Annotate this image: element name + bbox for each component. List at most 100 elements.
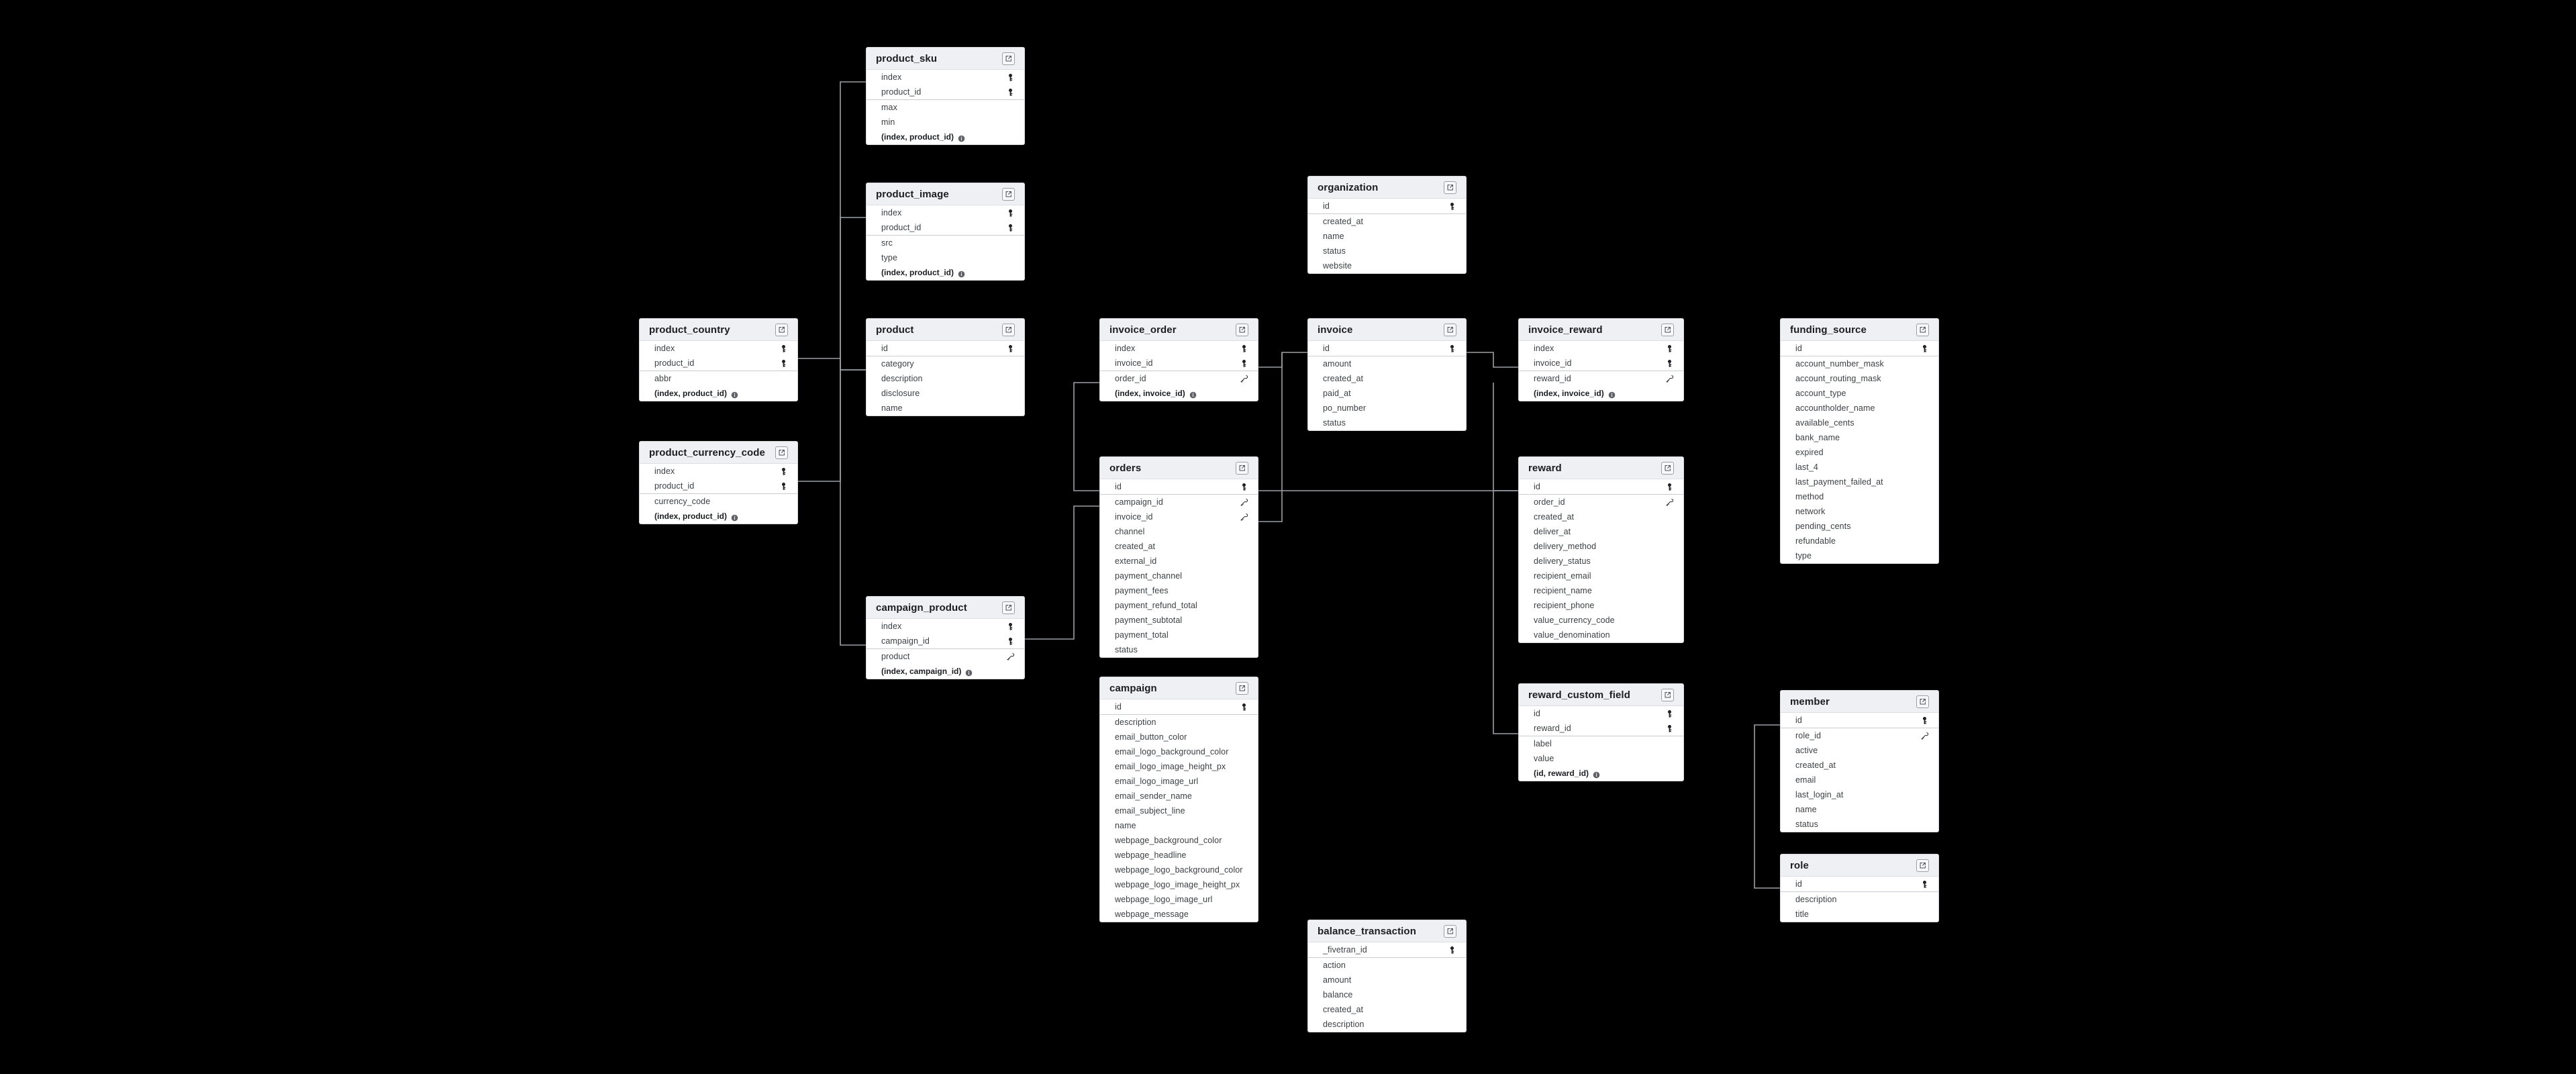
column-row[interactable]: network xyxy=(1781,504,1938,519)
column-row[interactable]: pending_cents xyxy=(1781,519,1938,534)
column-row[interactable]: payment_fees xyxy=(1100,583,1258,598)
column-row[interactable]: created_at xyxy=(1308,214,1466,229)
column-row[interactable]: index xyxy=(640,341,797,356)
table-header[interactable]: product xyxy=(866,319,1024,341)
info-icon[interactable] xyxy=(731,513,738,521)
column-row[interactable]: email xyxy=(1781,773,1938,787)
column-row[interactable]: created_at xyxy=(1781,758,1938,773)
column-row[interactable]: email_logo_background_color xyxy=(1100,744,1258,759)
open-external-icon[interactable] xyxy=(775,323,788,336)
column-row[interactable]: id xyxy=(1308,199,1466,213)
column-row[interactable]: po_number xyxy=(1308,401,1466,416)
column-row[interactable]: webpage_background_color xyxy=(1100,833,1258,848)
column-row[interactable]: payment_total xyxy=(1100,628,1258,642)
column-row[interactable]: method xyxy=(1781,489,1938,504)
open-external-icon[interactable] xyxy=(1444,323,1456,336)
column-row[interactable]: value xyxy=(1519,751,1683,766)
column-row[interactable]: index xyxy=(866,70,1024,85)
column-row[interactable]: recipient_name xyxy=(1519,583,1683,598)
column-row[interactable]: webpage_message xyxy=(1100,907,1258,922)
column-row[interactable]: account_number_mask xyxy=(1781,356,1938,371)
table-header[interactable]: orders xyxy=(1100,457,1258,479)
column-row[interactable]: amount xyxy=(1308,356,1466,371)
column-row[interactable]: role_id xyxy=(1781,728,1938,743)
index-row[interactable]: (index, invoice_id) xyxy=(1519,386,1683,401)
column-row[interactable]: description xyxy=(1100,715,1258,730)
open-external-icon[interactable] xyxy=(1002,323,1015,336)
column-row[interactable]: status xyxy=(1100,642,1258,657)
column-row[interactable]: account_routing_mask xyxy=(1781,371,1938,386)
column-row[interactable]: deliver_at xyxy=(1519,524,1683,539)
column-row[interactable]: account_type xyxy=(1781,386,1938,401)
table-header[interactable]: member xyxy=(1781,691,1938,713)
table-header[interactable]: campaign xyxy=(1100,677,1258,699)
column-row[interactable]: delivery_method xyxy=(1519,539,1683,554)
column-row[interactable]: payment_refund_total xyxy=(1100,598,1258,613)
column-row[interactable]: reward_id xyxy=(1519,371,1683,386)
column-row[interactable]: currency_code xyxy=(640,494,797,509)
column-row[interactable]: name xyxy=(1308,229,1466,244)
column-row[interactable]: name xyxy=(1100,818,1258,833)
table-header[interactable]: invoice xyxy=(1308,319,1466,341)
column-row[interactable]: title xyxy=(1781,907,1938,922)
column-row[interactable]: id xyxy=(1308,341,1466,356)
open-external-icon[interactable] xyxy=(1002,52,1015,65)
column-row[interactable]: email_sender_name xyxy=(1100,789,1258,803)
open-external-icon[interactable] xyxy=(1661,688,1674,701)
info-icon[interactable] xyxy=(1189,390,1197,398)
column-row[interactable]: website xyxy=(1308,258,1466,273)
column-row[interactable]: max xyxy=(866,100,1024,115)
info-icon[interactable] xyxy=(1608,390,1616,398)
column-row[interactable]: id xyxy=(1519,479,1683,494)
column-row[interactable]: created_at xyxy=(1308,371,1466,386)
table-header[interactable]: role xyxy=(1781,855,1938,877)
column-row[interactable]: label xyxy=(1519,736,1683,751)
column-row[interactable]: min xyxy=(866,115,1024,130)
column-row[interactable]: value_denomination xyxy=(1519,628,1683,642)
column-row[interactable]: webpage_headline xyxy=(1100,848,1258,863)
open-external-icon[interactable] xyxy=(1236,323,1248,336)
index-row[interactable]: (index, campaign_id) xyxy=(866,664,1024,679)
column-row[interactable]: status xyxy=(1781,817,1938,832)
column-row[interactable]: reward_id xyxy=(1519,721,1683,736)
column-row[interactable]: disclosure xyxy=(866,386,1024,401)
column-row[interactable]: bank_name xyxy=(1781,430,1938,445)
column-row[interactable]: payment_channel xyxy=(1100,569,1258,583)
table-header[interactable]: invoice_order xyxy=(1100,319,1258,341)
table-header[interactable]: organization xyxy=(1308,177,1466,199)
table-header[interactable]: funding_source xyxy=(1781,319,1938,341)
column-row[interactable]: external_id xyxy=(1100,554,1258,569)
column-row[interactable]: type xyxy=(1781,548,1938,563)
column-row[interactable]: created_at xyxy=(1100,539,1258,554)
column-row[interactable]: status xyxy=(1308,416,1466,430)
column-row[interactable]: paid_at xyxy=(1308,386,1466,401)
column-row[interactable]: webpage_logo_image_url xyxy=(1100,892,1258,907)
column-row[interactable]: webpage_logo_image_height_px xyxy=(1100,877,1258,892)
info-icon[interactable] xyxy=(958,269,965,277)
column-row[interactable]: webpage_logo_background_color xyxy=(1100,863,1258,877)
column-row[interactable]: order_id xyxy=(1519,495,1683,509)
index-row[interactable]: (index, invoice_id) xyxy=(1100,386,1258,401)
column-row[interactable]: product_id xyxy=(640,479,797,493)
info-icon[interactable] xyxy=(731,390,738,398)
open-external-icon[interactable] xyxy=(1916,695,1929,708)
column-row[interactable]: id xyxy=(1519,706,1683,721)
column-row[interactable]: index xyxy=(866,205,1024,220)
column-row[interactable]: index xyxy=(1519,341,1683,356)
table-header[interactable]: product_image xyxy=(866,183,1024,205)
column-row[interactable]: invoice_id xyxy=(1100,356,1258,371)
table-header[interactable]: invoice_reward xyxy=(1519,319,1683,341)
open-external-icon[interactable] xyxy=(1444,924,1456,938)
column-row[interactable]: name xyxy=(866,401,1024,416)
